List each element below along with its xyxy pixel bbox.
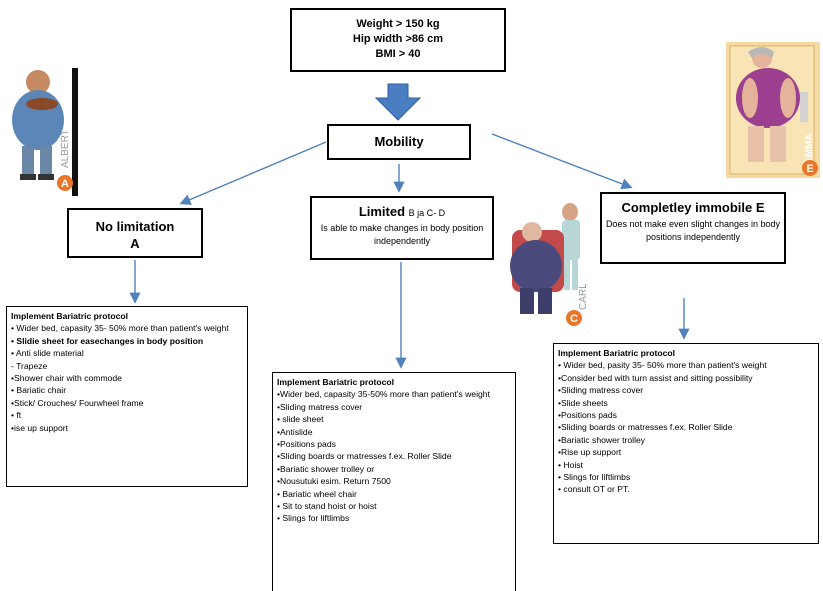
- emma-name: EMMA: [804, 133, 815, 164]
- list-item: •Sliding matress cover: [277, 401, 363, 412]
- list-item: • Bariatic chair: [11, 385, 67, 396]
- list-item: •Nousutuki esim. Return 7500: [277, 476, 391, 487]
- list-item: •Positions pads: [558, 410, 617, 421]
- list-item: •Shower chair with commode: [11, 373, 122, 384]
- protocol-c-box: Implement Bariatric protocol • Wider bed…: [553, 343, 819, 544]
- list-item: • slide sheet: [277, 414, 324, 425]
- list-item: • Bariatic wheel chair: [277, 488, 357, 499]
- emma-badge-letter: E: [806, 163, 813, 175]
- list-item: •Slide sheets: [558, 397, 608, 408]
- big-down-arrow: [374, 83, 422, 121]
- list-item: •Stick/ Crouches/ Fourwheel frame: [11, 397, 144, 408]
- list-item: • Wider bed, capasity 35- 50% more than …: [11, 323, 229, 334]
- list-item: • Slidie sheet for easechanges in body p…: [11, 335, 204, 346]
- criteria-weight: Weight > 150 kg: [356, 18, 440, 30]
- list-item: •Sliding boards or matresses f.ex. Rolle…: [277, 451, 452, 462]
- list-item: • Slings for liftlimbs: [277, 513, 350, 524]
- immobile-box: Completley immobile E Does not make even…: [600, 192, 786, 264]
- arrow-to-no-limitation: [179, 141, 327, 205]
- list-item: •Bariatic shower trolley: [558, 434, 646, 445]
- list-item: • ft: [11, 410, 22, 421]
- list-item: •Antislide: [277, 426, 313, 437]
- criteria-hip: Hip width >86 cm: [352, 33, 444, 45]
- protocol-a-box: Implement Bariatric protocol • Wider bed…: [6, 306, 248, 487]
- list-item: - Trapeze: [11, 360, 48, 371]
- mobility-label: Mobility: [374, 134, 424, 149]
- list-item: • Slings for liftlimbs: [558, 472, 631, 483]
- no-limitation-title: No limitation: [95, 219, 175, 234]
- protocol-a-heading: Implement Bariatric protocol: [11, 311, 128, 321]
- carl-badge-letter: C: [570, 313, 578, 325]
- emma-illustration: EMMA E: [726, 42, 820, 178]
- criteria-bmi: BMI > 40: [375, 48, 421, 60]
- list-item: • Wider bed, pasity 35- 50% more than pa…: [558, 360, 767, 371]
- list-item: •ise up support: [11, 422, 68, 433]
- protocol-c-heading: Implement Bariatric protocol: [558, 348, 675, 358]
- list-item: •Bariatic shower trolley or: [277, 463, 375, 474]
- list-item: • Anti slide material: [11, 348, 84, 359]
- limited-code: B ja C- D: [408, 208, 446, 218]
- immobile-description: Does not make even slight changes in bod…: [605, 219, 781, 242]
- carl-illustration: CARL C: [506, 200, 594, 328]
- list-item: •Wider bed, capasity 35-50% more than pa…: [277, 389, 490, 400]
- limited-description: Is able to make changes in body position…: [320, 223, 484, 246]
- list-item: • consult OT or PT.: [558, 484, 630, 495]
- list-item: • Hoist: [558, 459, 583, 470]
- immobile-code: E: [755, 200, 765, 215]
- list-item: • Sit to stand hoist or hoist: [277, 501, 377, 512]
- list-item: •Consider bed with turn assist and sitti…: [558, 372, 753, 383]
- immobile-title: Completley immobile: [621, 200, 753, 215]
- albert-name: ALBERT: [60, 129, 71, 168]
- carl-name: CARL: [578, 283, 589, 310]
- limited-title: Limited: [358, 204, 406, 219]
- albert-badge: [57, 175, 73, 191]
- list-item: •Sliding matress cover: [558, 385, 644, 396]
- criteria-box: Weight > 150 kg Hip width >86 cm BMI > 4…: [290, 8, 506, 72]
- protocol-b-box: Implement Bariatric protocol •Wider bed,…: [272, 372, 516, 591]
- no-limitation-box: No limitation A: [67, 208, 203, 258]
- list-item: •Positions pads: [277, 439, 336, 450]
- carl-badge: [566, 310, 582, 326]
- list-item: •Rise up support: [558, 447, 622, 458]
- limited-box: Limited B ja C- D Is able to make change…: [310, 196, 494, 260]
- arrow-to-immobile: [491, 133, 633, 190]
- protocol-b-heading: Implement Bariatric protocol: [277, 377, 394, 387]
- no-limitation-code: A: [130, 236, 140, 251]
- list-item: •Sliding boards or matresses f.ex. Rolle…: [558, 422, 733, 433]
- emma-badge: [802, 160, 818, 176]
- albert-illustration: ALBERT A: [8, 68, 78, 196]
- mobility-box: Mobility: [327, 124, 471, 160]
- albert-badge-letter: A: [61, 178, 69, 190]
